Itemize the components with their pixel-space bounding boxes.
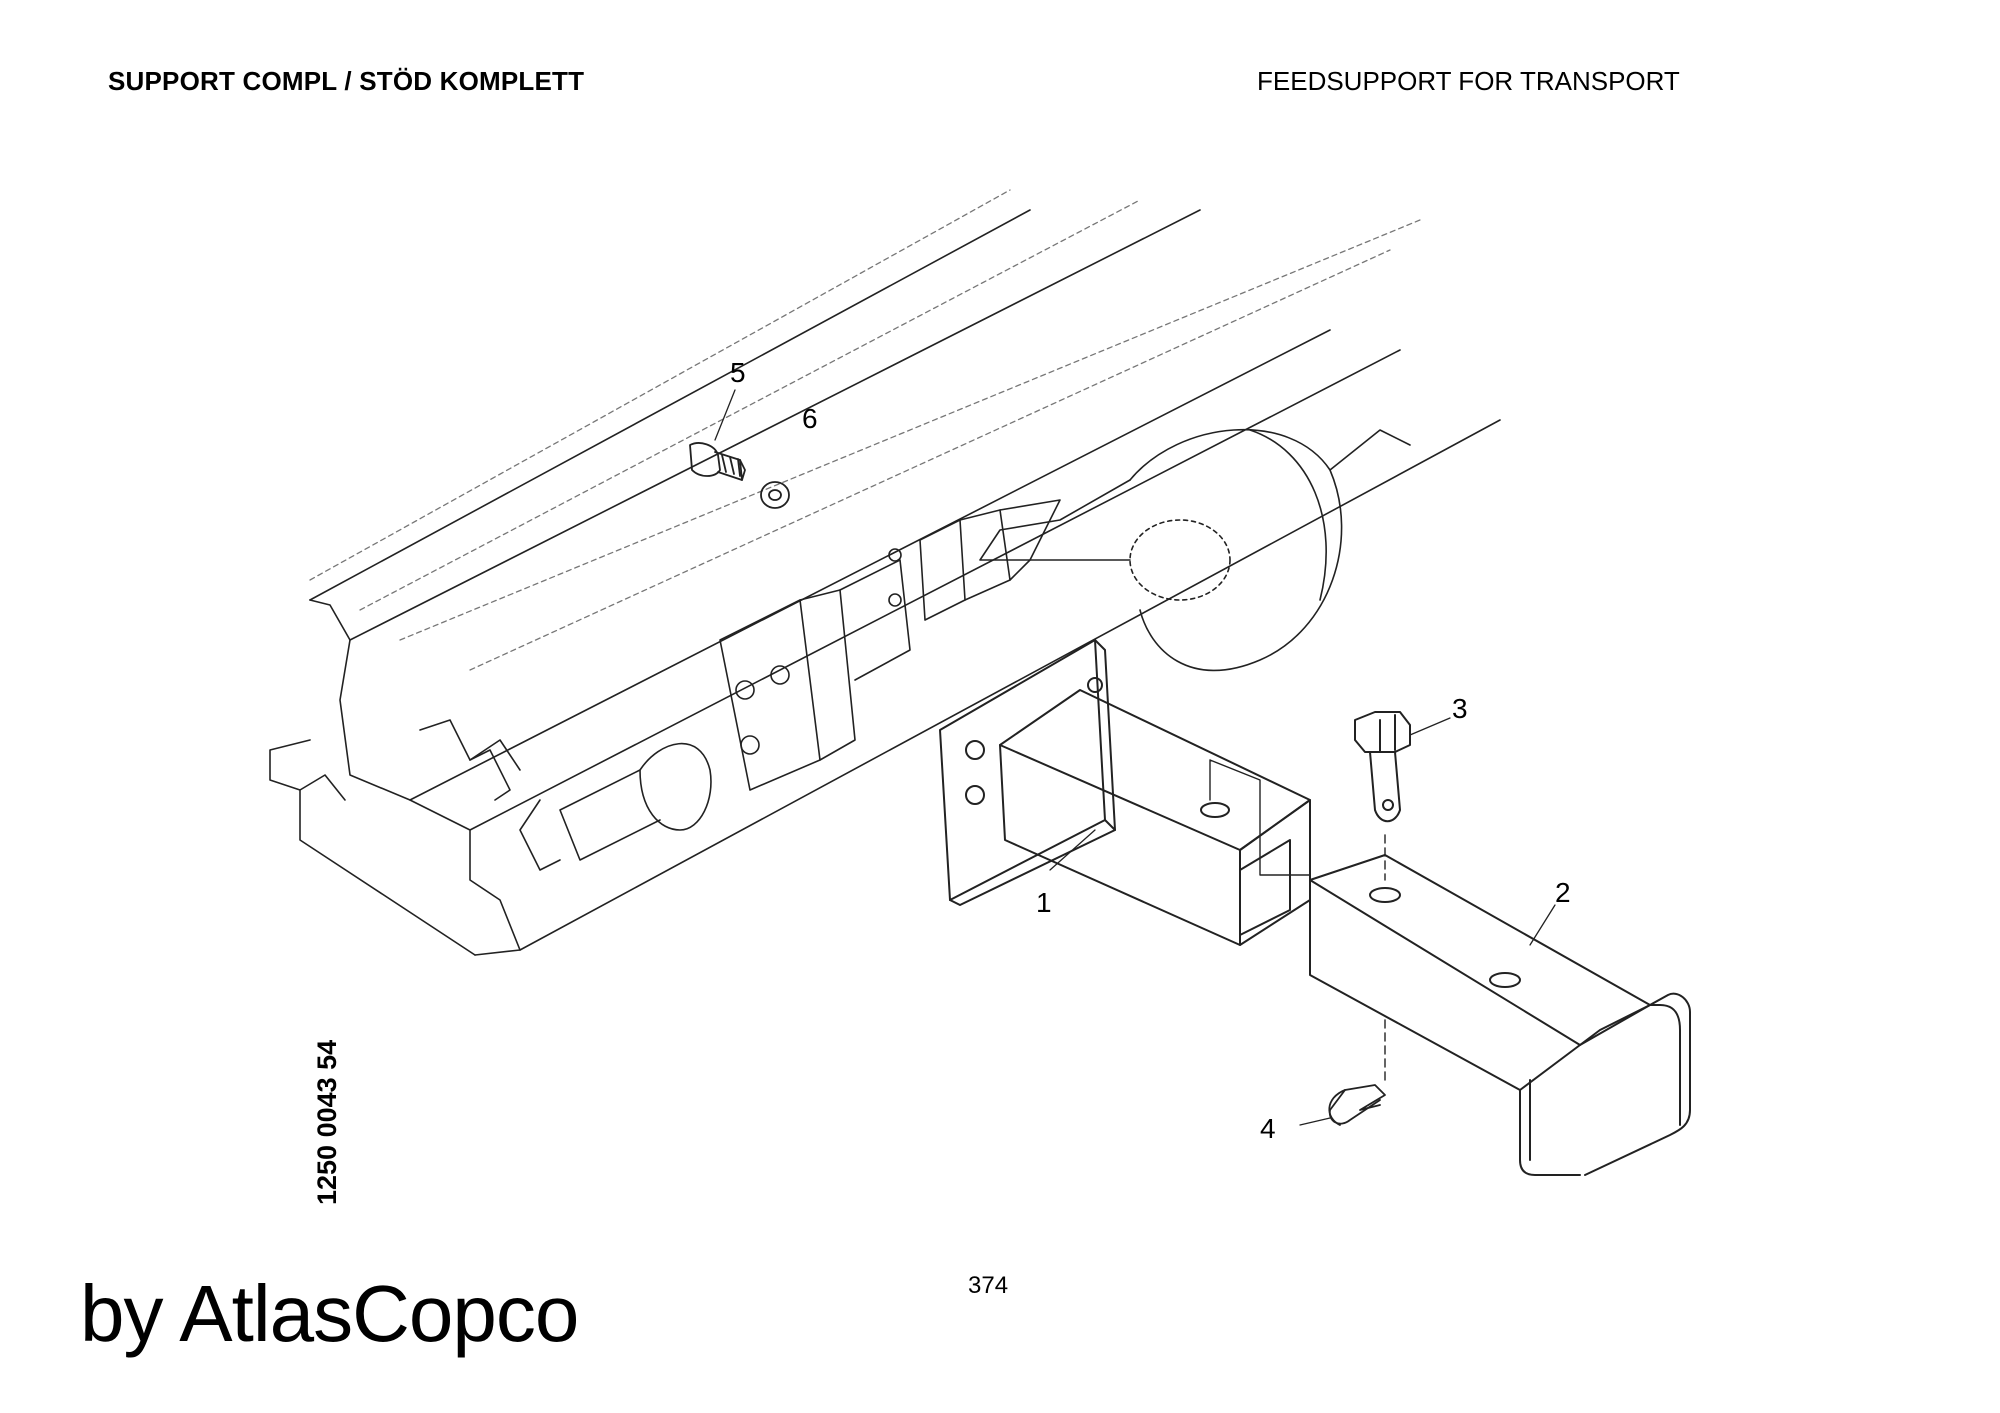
callout-3: 3: [1452, 693, 1468, 724]
callout-5: 5: [730, 357, 746, 388]
document-number: 1250 0043 54: [312, 1039, 342, 1205]
leader-lines: [714, 389, 1556, 1126]
part-5-screw: [689, 442, 746, 481]
callout-2: 2: [1555, 877, 1571, 908]
hydraulic-cylinder: [979, 428, 1411, 672]
callout-1: 1: [1036, 887, 1052, 918]
part-3-bolt: [1354, 711, 1411, 881]
part-6-washer: [760, 481, 790, 509]
section-title: FEEDSUPPORT FOR TRANSPORT: [1257, 66, 1680, 96]
part-2-foot-bracket: [1309, 854, 1691, 1176]
brand-watermark: by AtlasCopco: [80, 1269, 579, 1358]
part-4-spring-clip: [1328, 1084, 1386, 1126]
callout-6: 6: [802, 403, 818, 434]
page-title: SUPPORT COMPL / STÖD KOMPLETT: [108, 66, 585, 96]
rail-beam-far-lines: [309, 189, 1421, 671]
page-number: 374: [968, 1272, 1009, 1299]
rail-beam: [269, 209, 1501, 956]
callout-4: 4: [1260, 1113, 1276, 1144]
rail-bracket: [519, 499, 1061, 871]
part-1-support-arm: [939, 639, 1311, 946]
